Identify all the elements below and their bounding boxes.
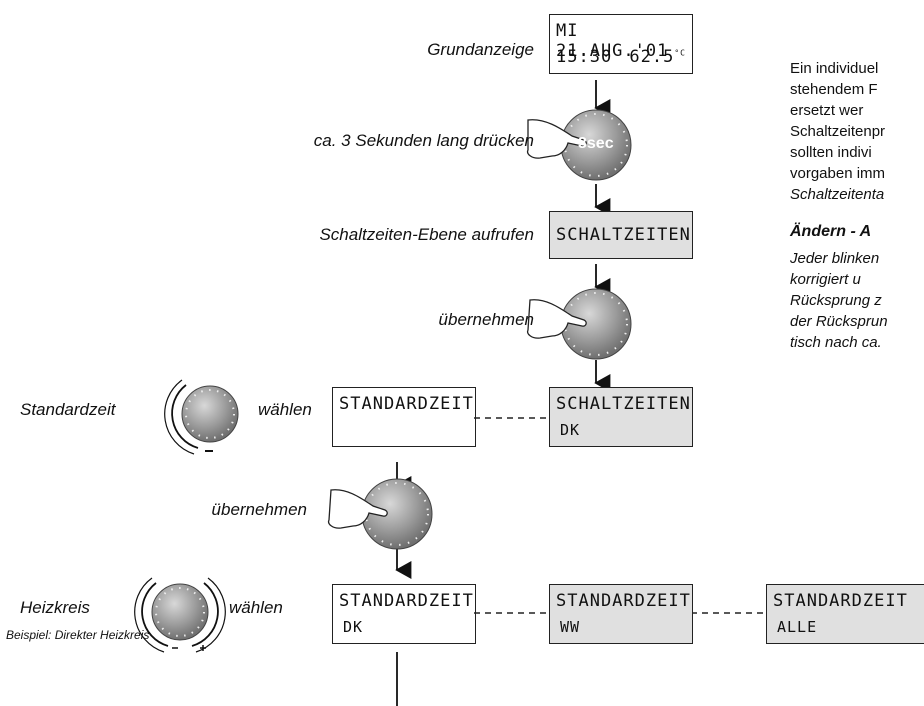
display-schaltzeiten-ok: SCHALTZEITEN DK	[549, 387, 693, 447]
hand-icon-3	[327, 489, 388, 529]
sidebar-line: Schaltzeitenpr	[790, 123, 886, 140]
display-standardzeit-ww-sub: WW	[560, 618, 581, 636]
display-standardzeit-1: STANDARDZEIT	[332, 387, 476, 447]
display-standardzeit-alle-line: STANDARDZEIT	[773, 591, 908, 611]
display-standardzeit-alle: STANDARDZEIT ALLE	[766, 584, 924, 644]
sidebar-line: der Rücksprun	[790, 313, 888, 330]
dashed-connectors	[474, 417, 765, 614]
hand-icon-1	[526, 119, 587, 159]
label-uebernehmen-1: übernehmen	[438, 310, 534, 329]
display-standardzeit-ww-line: STANDARDZEIT	[556, 591, 691, 611]
label-waehlen-2: wählen	[229, 598, 283, 617]
button-3sec-label: 3sec	[578, 135, 614, 152]
sidebar-line: Ein individuel	[790, 60, 879, 77]
knob-uebernehmen-1	[560, 288, 632, 360]
display-temp: 62.5°C	[629, 47, 686, 67]
hand-icon-2	[526, 299, 587, 339]
sidebar-line: tisch nach ca.	[790, 334, 882, 351]
label-waehlen-1: wählen	[258, 400, 312, 419]
knob-heizkreis-rotate	[134, 577, 226, 653]
sidebar-line: Rücksprung z	[790, 292, 882, 309]
display-standardzeit-alle-sub: ALLE	[777, 618, 818, 636]
sidebar-line: Schaltzeitenta	[790, 186, 885, 203]
display-time: 15:30	[556, 47, 613, 67]
display-standardzeit-dk-sub: DK	[343, 618, 364, 636]
display-temp-value: 62.5	[629, 47, 675, 67]
sidebar-line: vorgaben imm	[790, 165, 886, 182]
sidebar-line: stehendem F	[790, 81, 878, 98]
label-schaltzeiten-ebene: Schaltzeiten-Ebene aufrufen	[319, 225, 534, 244]
display-standardzeit-dk-line: STANDARDZEIT	[339, 591, 474, 611]
display-schaltzeiten-ebene: SCHALTZEITEN	[549, 211, 693, 259]
display-schaltzeiten-line: SCHALTZEITEN	[556, 394, 691, 414]
label-grundanzeige: Grundanzeige	[427, 40, 534, 59]
display-grundanzeige: MI 21.AUG.'01 15:30 62.5°C	[549, 14, 693, 74]
label-press-3sec: ca. 3 Sekunden lang drücken	[313, 131, 534, 150]
sidebar-text: Ein individuel stehendem F ersetzt wer S…	[790, 58, 924, 353]
label-standardzeit: Standardzeit	[20, 400, 116, 419]
sidebar-line: Jeder blinken	[790, 250, 880, 267]
knob-standardzeit-rotate	[164, 379, 239, 455]
display-standardzeit-dk: STANDARDZEIT DK	[332, 584, 476, 644]
label-heizkreis: Heizkreis	[20, 598, 90, 617]
display-date: MI 21.AUG.'01	[556, 21, 669, 61]
label-uebernehmen-2: übernehmen	[211, 500, 307, 519]
flow-arrows	[395, 80, 611, 706]
sidebar-heading: Ändern - A	[790, 223, 872, 240]
display-standardzeit-1-line: STANDARDZEIT	[339, 394, 474, 414]
display-schaltzeiten-sub: DK	[560, 421, 581, 439]
hand-icons	[327, 119, 587, 529]
display-schaltzeiten-text: SCHALTZEITEN	[556, 225, 691, 245]
display-temp-unit: °C	[674, 48, 686, 58]
sidebar-line: ersetzt wer	[790, 102, 864, 119]
knob-3sec	[560, 109, 632, 181]
display-standardzeit-ww: STANDARDZEIT WW	[549, 584, 693, 644]
sidebar-line: sollten indivi	[790, 144, 872, 161]
sidebar-line: korrigiert u	[790, 271, 861, 288]
label-beispiel: Beispiel: Direkter Heizkreis	[6, 628, 150, 642]
